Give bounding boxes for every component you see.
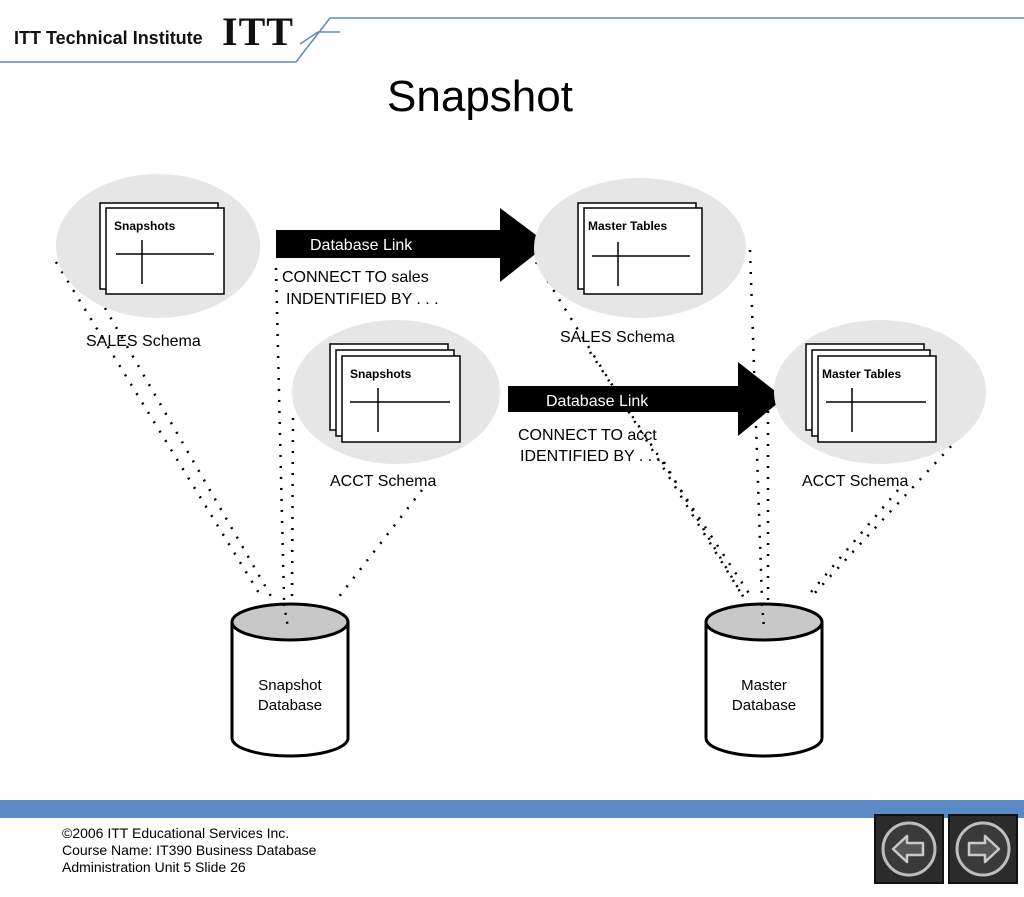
sales-link-label: Database Link: [310, 237, 413, 254]
acct-schema-label-left: ACCT Schema: [330, 473, 437, 490]
arrow-left-icon: [881, 821, 937, 877]
acct-identified-text: IDENTIFIED BY . . .: [520, 448, 661, 465]
acct-master-schema: Master Tables: [774, 320, 986, 464]
snapshot-db-label-line1: Snapshot: [258, 677, 322, 694]
sales-snapshot-table-label: Snapshots: [114, 219, 176, 233]
sales-master-table-label: Master Tables: [588, 219, 667, 233]
snapshot-db-label-line2: Database: [258, 697, 322, 714]
footer-copyright: ©2006 ITT Educational Services Inc.: [62, 825, 290, 841]
itt-logo: ITT: [222, 9, 294, 54]
snapshot-database-cylinder: Snapshot Database: [230, 602, 350, 758]
slide-title: Snapshot: [387, 72, 573, 121]
dotted-connectors-top: [282, 603, 766, 629]
acct-snapshot-table-label: Snapshots: [350, 367, 412, 381]
footer-text: ©2006 ITT Educational Services Inc. Cour…: [62, 825, 316, 876]
master-db-label-line1: Master: [741, 677, 787, 694]
acct-database-link-arrow: Database Link: [508, 362, 784, 436]
sales-database-link-arrow: Database Link: [276, 208, 548, 282]
snapshot-diagram: Snapshots SALES Schema Database Link CON…: [54, 174, 986, 758]
acct-snapshot-schema: Snapshots: [292, 320, 500, 464]
sales-connect-text: CONNECT TO sales: [282, 269, 429, 286]
footer-course-name: Course Name: IT390 Business Database: [62, 842, 317, 858]
previous-slide-button[interactable]: [874, 814, 944, 884]
sales-schema-label-right: SALES Schema: [560, 329, 675, 346]
next-slide-button[interactable]: [948, 814, 1018, 884]
sales-schema-label-left: SALES Schema: [86, 333, 201, 350]
sales-master-schema: Master Tables: [534, 178, 746, 318]
master-db-label-line2: Database: [732, 697, 796, 714]
header-decoration: [0, 17, 1024, 63]
arrow-right-icon: [955, 821, 1011, 877]
master-database-cylinder: Master Database: [704, 602, 824, 758]
acct-link-label: Database Link: [546, 393, 649, 410]
acct-schema-label-right: ACCT Schema: [802, 473, 909, 490]
sales-snapshot-schema: Snapshots: [56, 174, 260, 318]
footer-bar: [0, 800, 1024, 818]
acct-master-table-label: Master Tables: [822, 367, 901, 381]
dotted-connectors: [54, 249, 967, 601]
sales-identified-text: INDENTIFIED BY . . .: [286, 291, 439, 308]
header-brand-name: ITT Technical Institute: [14, 28, 203, 48]
footer-slide-info: Administration Unit 5 Slide 26: [62, 859, 246, 875]
acct-connect-text: CONNECT TO acct: [518, 427, 657, 444]
